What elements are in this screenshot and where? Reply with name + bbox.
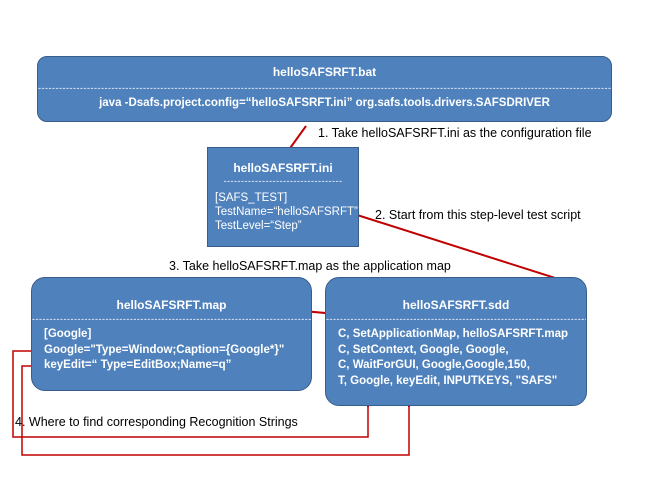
- map-divider: ----------------------------------------…: [32, 314, 311, 324]
- ini-divider: ----------------------------------: [223, 176, 343, 186]
- sdd-line: C, SetApplicationMap, helloSAFSRFT.map: [338, 328, 569, 340]
- ini-file-title: helloSAFSRFT.ini: [233, 161, 333, 175]
- arrow-google-to-map: [12, 347, 369, 438]
- ini-file-box: helloSAFSRFT.ini -----------------------…: [207, 147, 359, 247]
- sdd-divider: ----------------------------------------…: [326, 314, 586, 324]
- sdd-line: C, WaitForGUI, Google,Google,150,: [338, 359, 530, 371]
- ini-line: TestLevel=“Step”: [215, 220, 302, 232]
- bat-file-box: helloSAFSRFT.bat -----------------------…: [37, 56, 612, 122]
- map-file-title: helloSAFSRFT.map: [116, 298, 227, 312]
- bat-divider: ----------------------------------------…: [38, 83, 611, 93]
- note-step-4: 4. Where to find corresponding Recogniti…: [15, 415, 298, 429]
- bat-file-title: helloSAFSRFT.bat: [272, 65, 377, 79]
- map-line: keyEdit=“ Type=EditBox;Name=q”: [44, 359, 232, 371]
- note-step-2: 2. Start from this step-level test scrip…: [375, 208, 581, 222]
- arrow-ini-to-sdd: [353, 213, 576, 286]
- map-line: [Google]: [44, 328, 92, 340]
- map-file-box: helloSAFSRFT.map -----------------------…: [31, 277, 312, 391]
- bat-command: java -Dsafs.project.config=“helloSAFSRFT…: [99, 97, 550, 109]
- note-step-3: 3. Take helloSAFSRFT.map as the applicat…: [169, 259, 451, 273]
- ini-line: [SAFS_TEST]: [215, 192, 288, 204]
- sdd-line: T, Google, keyEdit, INPUTKEYS, "SAFS": [338, 374, 558, 387]
- arrow-keyedit-to-map: [21, 362, 410, 456]
- note-step-1: 1. Take helloSAFSRFT.ini as the configur…: [318, 126, 592, 140]
- sdd-file-box: helloSAFSRFT.sdd -----------------------…: [325, 277, 587, 406]
- sdd-line: C, SetContext, Google, Google,: [338, 343, 509, 356]
- map-line: Google="Type=Window;Caption={Google*}": [44, 343, 285, 356]
- ini-line: TestName=“helloSAFSRFT”: [215, 206, 358, 218]
- sdd-file-title: helloSAFSRFT.sdd: [402, 298, 510, 312]
